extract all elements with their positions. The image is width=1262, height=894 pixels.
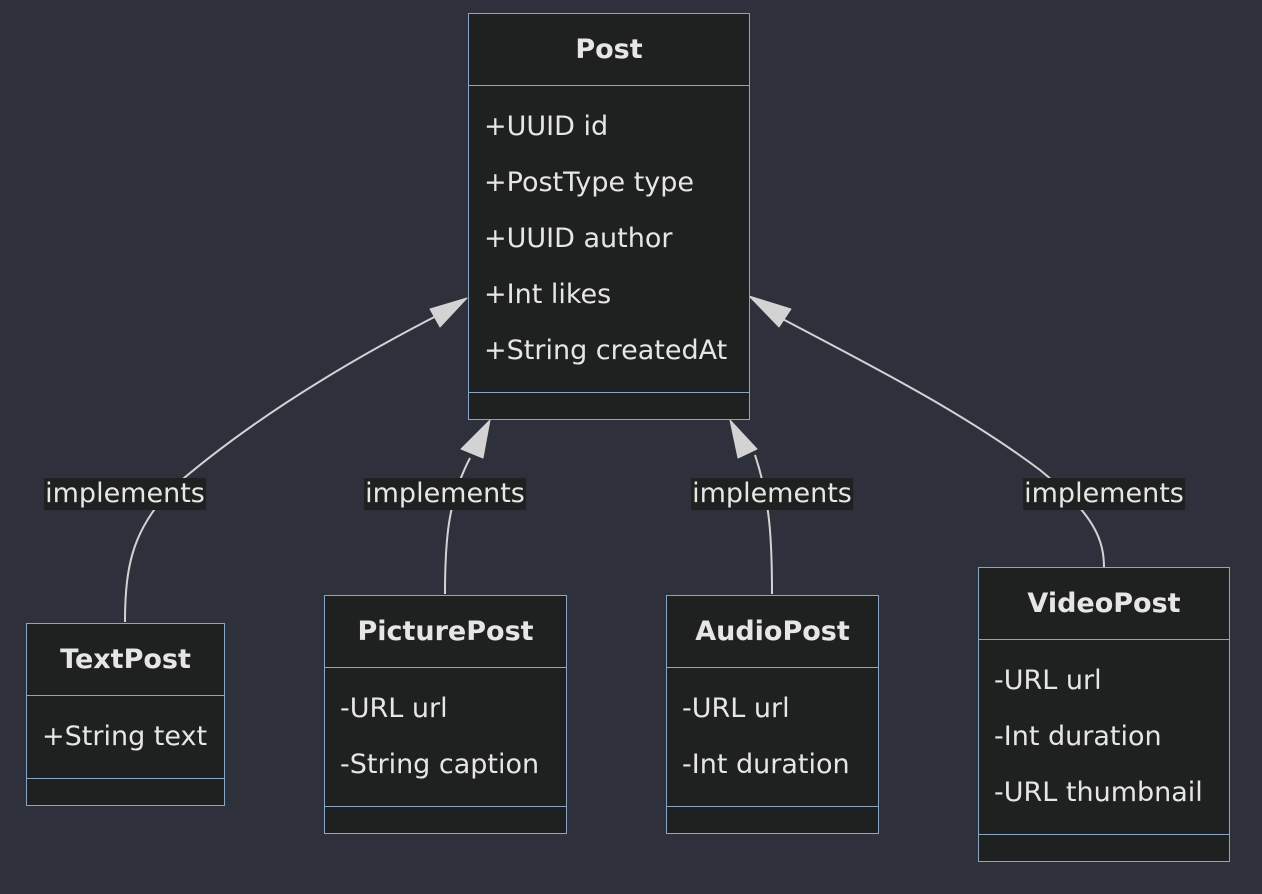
class-videopost[interactable]: VideoPost -URL url -Int duration -URL th… <box>978 567 1230 862</box>
edge-picturepost-post <box>444 457 471 595</box>
attribute: -URL url <box>682 693 790 724</box>
attribute: -String caption <box>340 749 540 780</box>
class-post-title: Post <box>469 14 749 86</box>
class-audiopost[interactable]: AudioPost -URL url -Int duration <box>666 595 879 834</box>
attribute: +Int likes <box>484 279 612 310</box>
attribute: +UUID author <box>484 223 673 254</box>
edge-videopost-post <box>774 314 1105 569</box>
class-textpost[interactable]: TextPost +String text <box>26 623 225 806</box>
attribute: -Int duration <box>994 721 1162 752</box>
class-post-methods <box>469 393 749 413</box>
arrowhead-textpost <box>429 297 468 328</box>
class-picturepost[interactable]: PicturePost -URL url -String caption <box>324 595 567 834</box>
attribute: +String text <box>42 721 208 752</box>
class-audiopost-title: AudioPost <box>667 596 878 668</box>
arrowhead-picturepost <box>460 419 491 459</box>
class-textpost-attributes: +String text <box>27 696 224 779</box>
attribute: -URL thumbnail <box>994 777 1203 808</box>
edge-label-picturepost: implements <box>364 478 526 510</box>
edge-label-audiopost: implements <box>691 478 853 510</box>
attribute: +PostType type <box>484 167 695 198</box>
edge-textpost-post <box>124 311 445 623</box>
class-audiopost-methods <box>667 807 878 827</box>
attribute: +UUID id <box>484 111 609 142</box>
class-post[interactable]: Post +UUID id +PostType type +UUID autho… <box>468 13 750 420</box>
attribute: -Int duration <box>682 749 850 780</box>
class-textpost-title: TextPost <box>27 624 224 696</box>
class-audiopost-attributes: -URL url -Int duration <box>667 668 878 807</box>
class-videopost-title: VideoPost <box>979 568 1229 640</box>
class-videopost-methods <box>979 835 1229 855</box>
class-post-attributes: +UUID id +PostType type +UUID author +In… <box>469 86 749 393</box>
class-textpost-methods <box>27 779 224 799</box>
arrowhead-videopost <box>748 295 792 328</box>
attribute: -URL url <box>994 665 1102 696</box>
attribute: +String createdAt <box>484 335 728 366</box>
edge-label-textpost: implements <box>44 478 206 510</box>
class-picturepost-methods <box>325 807 566 827</box>
class-picturepost-title: PicturePost <box>325 596 566 668</box>
edge-audiopost-post <box>754 454 773 595</box>
class-picturepost-attributes: -URL url -String caption <box>325 668 566 807</box>
edge-label-videopost: implements <box>1023 478 1185 510</box>
arrowhead-audiopost <box>729 419 758 459</box>
attribute: -URL url <box>340 693 448 724</box>
class-videopost-attributes: -URL url -Int duration -URL thumbnail <box>979 640 1229 835</box>
